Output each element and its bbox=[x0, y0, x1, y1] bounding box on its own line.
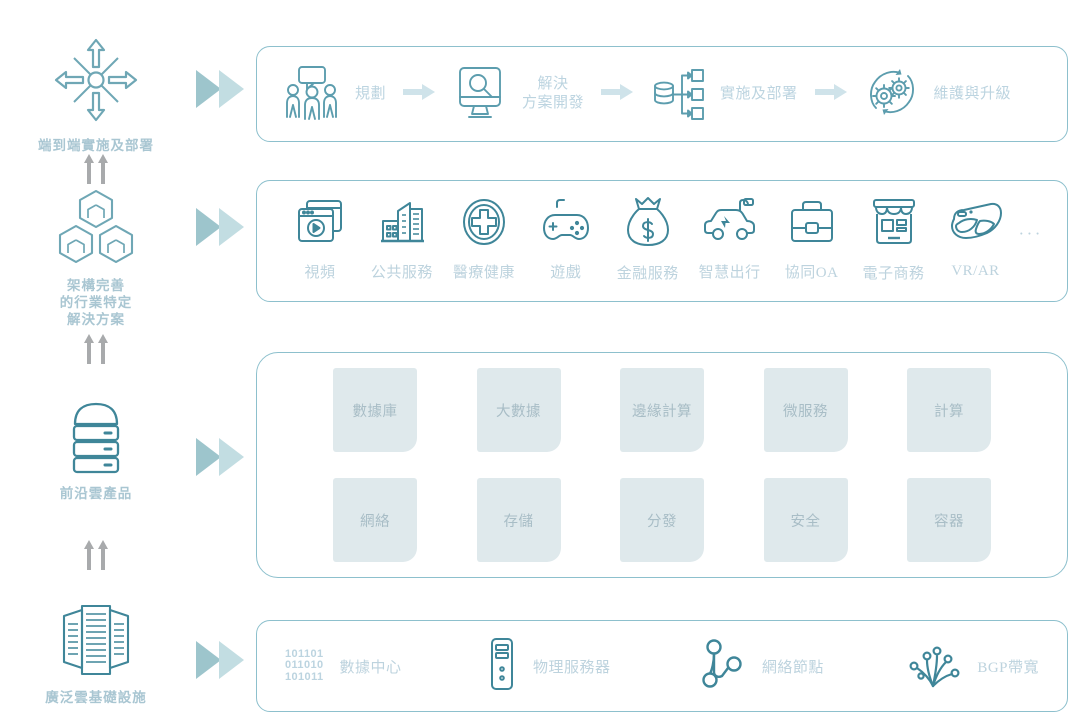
binary-code-icon: 101101 011010 101011 bbox=[285, 647, 324, 684]
industry-item-label: 金融服務 bbox=[616, 265, 679, 282]
left-rail: 端到端實施及部署 bbox=[0, 0, 192, 726]
row-chevron-icon bbox=[193, 204, 249, 255]
industry-item-label: 電子商務 bbox=[862, 265, 925, 282]
product-tile-compute[interactable]: 計算 bbox=[907, 368, 991, 452]
product-tile-database[interactable]: 數據庫 bbox=[333, 368, 417, 452]
tile-row: 數據庫 大數據 邊緣計算 微服務 計算 bbox=[333, 368, 991, 452]
infra-item-label: 網絡節點 bbox=[761, 659, 824, 676]
medical-cross-icon bbox=[459, 197, 509, 252]
infra-item-bgp-bandwidth[interactable]: BGP帶寬 bbox=[909, 638, 1039, 695]
rail-item-cloud-products[interactable]: 前沿雲產品 bbox=[0, 398, 192, 502]
database-deploy-icon bbox=[650, 64, 706, 125]
flow-step-implementation-deployment[interactable]: 實施及部署 bbox=[650, 64, 798, 125]
industry-item-financial-services[interactable]: 金融服務 bbox=[609, 196, 687, 283]
industry-more-icon[interactable]: ··· bbox=[1018, 224, 1043, 243]
rail-connector bbox=[0, 152, 192, 191]
video-player-icon bbox=[295, 197, 345, 252]
industry-item-label: 協同OA bbox=[784, 264, 839, 281]
rail-item-infrastructure[interactable]: 廣泛雲基礎設施 bbox=[0, 602, 192, 706]
industry-item-collaborative-oa[interactable]: 協同OA bbox=[773, 197, 851, 282]
panel-cloud-infrastructure: 101101 011010 101011 數據中心 bbox=[256, 620, 1068, 712]
product-tile-network[interactable]: 網絡 bbox=[333, 478, 417, 562]
panel-cloud-products: 數據庫 大數據 邊緣計算 微服務 計算 網絡 存儲 分發 安全 容器 bbox=[256, 352, 1068, 578]
row-chevron-icon bbox=[193, 637, 249, 688]
electric-car-icon bbox=[702, 197, 758, 252]
panel-end-to-end-implementation: 規劃 bbox=[256, 46, 1068, 142]
hex-architecture-icon bbox=[0, 188, 192, 271]
product-tile-microservices[interactable]: 微服務 bbox=[763, 368, 848, 452]
binary-line: 101011 bbox=[285, 670, 324, 683]
infra-item-data-center[interactable]: 101101 011010 101011 數據中心 bbox=[285, 647, 402, 684]
cloud-product-grid: 數據庫 大數據 邊緣計算 微服務 計算 網絡 存儲 分發 安全 容器 bbox=[257, 353, 1067, 577]
right-arrow-icon bbox=[814, 82, 848, 107]
binary-line: 101101 bbox=[285, 647, 324, 660]
right-arrow-icon bbox=[600, 82, 634, 107]
product-tile-edge-computing[interactable]: 邊緣計算 bbox=[620, 368, 704, 452]
product-tile-distribution[interactable]: 分發 bbox=[620, 478, 704, 562]
infra-item-physical-server[interactable]: 物理服務器 bbox=[487, 636, 611, 697]
infra-item-label: 物理服務器 bbox=[532, 659, 611, 676]
industry-item-video[interactable]: 視頻 bbox=[281, 197, 359, 282]
tile-row: 網絡 存儲 分發 安全 容器 bbox=[333, 478, 991, 562]
product-tile-bigdata[interactable]: 大數據 bbox=[476, 368, 561, 452]
rail-connector bbox=[0, 332, 192, 371]
rail-item-label: 前沿雲產品 bbox=[59, 486, 133, 501]
tower-server-icon bbox=[487, 636, 517, 697]
rail-item-label: 廣泛雲基礎設施 bbox=[45, 690, 147, 705]
network-nodes-icon bbox=[696, 638, 746, 695]
flow-step-label: 解決 方案開發 bbox=[522, 76, 585, 111]
monitor-search-icon bbox=[452, 64, 508, 125]
flow-step-maintenance-upgrade[interactable]: 維護與升級 bbox=[864, 64, 1012, 125]
rail-item-label: 架構完善 的行業特定 解決方案 bbox=[59, 278, 133, 327]
product-tile-security[interactable]: 安全 bbox=[763, 478, 848, 562]
panel-industry-solutions: 視頻 bbox=[256, 180, 1068, 302]
binary-line: 011010 bbox=[285, 659, 324, 672]
gamepad-icon bbox=[539, 197, 593, 252]
infrastructure-list: 101101 011010 101011 數據中心 bbox=[257, 621, 1067, 711]
industry-item-label: 智慧出行 bbox=[698, 264, 761, 281]
bgp-bandwidth-icon bbox=[909, 638, 961, 695]
infra-item-label: BGP帶寬 bbox=[977, 659, 1039, 676]
flow-step-solution-development[interactable]: 解決 方案開發 bbox=[452, 64, 584, 125]
rail-item-architecture[interactable]: 架構完善 的行業特定 解決方案 bbox=[0, 188, 192, 328]
vr-glasses-icon bbox=[947, 199, 1005, 254]
right-arrow-icon bbox=[402, 82, 436, 107]
industry-item-label: 公共服務 bbox=[370, 264, 433, 281]
industry-item-healthcare[interactable]: 醫療健康 bbox=[445, 197, 523, 282]
flow-step-planning[interactable]: 規劃 bbox=[283, 63, 386, 126]
row-chevron-icon bbox=[193, 66, 249, 117]
flow-step-label: 規劃 bbox=[355, 85, 387, 102]
industry-item-vr-ar[interactable]: VR/AR bbox=[937, 199, 1015, 280]
people-discussion-icon bbox=[283, 63, 341, 126]
product-tile-storage[interactable]: 存儲 bbox=[476, 478, 561, 562]
server-stack-icon bbox=[0, 398, 192, 479]
row-chevron-icon bbox=[193, 434, 249, 485]
flow-steps: 規劃 bbox=[257, 47, 1067, 141]
money-bag-icon bbox=[623, 196, 673, 253]
converge-arrows-icon bbox=[0, 34, 192, 131]
product-tile-container[interactable]: 容器 bbox=[907, 478, 991, 562]
rail-connector bbox=[0, 538, 192, 577]
rail-item-end-to-end[interactable]: 端到端實施及部署 bbox=[0, 34, 192, 154]
flow-step-label: 維護與升級 bbox=[933, 85, 1012, 102]
data-center-buildings-icon bbox=[0, 602, 192, 683]
industry-item-label: 視頻 bbox=[304, 264, 336, 281]
industry-item-label: VR/AR bbox=[951, 262, 1000, 279]
rail-item-label: 端到端實施及部署 bbox=[38, 138, 154, 153]
city-buildings-icon bbox=[377, 197, 427, 252]
gears-refresh-icon bbox=[864, 64, 920, 125]
industry-item-ecommerce[interactable]: 電子商務 bbox=[855, 196, 933, 283]
industry-list: 視頻 bbox=[257, 181, 1067, 301]
industry-item-label: 醫療健康 bbox=[452, 264, 515, 281]
infra-item-network-node[interactable]: 網絡節點 bbox=[696, 638, 824, 695]
briefcase-icon bbox=[787, 197, 837, 252]
industry-item-label: 遊戲 bbox=[550, 264, 582, 281]
storefront-icon bbox=[869, 196, 919, 253]
industry-item-smart-mobility[interactable]: 智慧出行 bbox=[691, 197, 769, 282]
infra-item-label: 數據中心 bbox=[339, 659, 402, 676]
flow-step-label: 實施及部署 bbox=[720, 85, 798, 102]
industry-item-gaming[interactable]: 遊戲 bbox=[527, 197, 605, 282]
industry-item-public-service[interactable]: 公共服務 bbox=[363, 197, 441, 282]
